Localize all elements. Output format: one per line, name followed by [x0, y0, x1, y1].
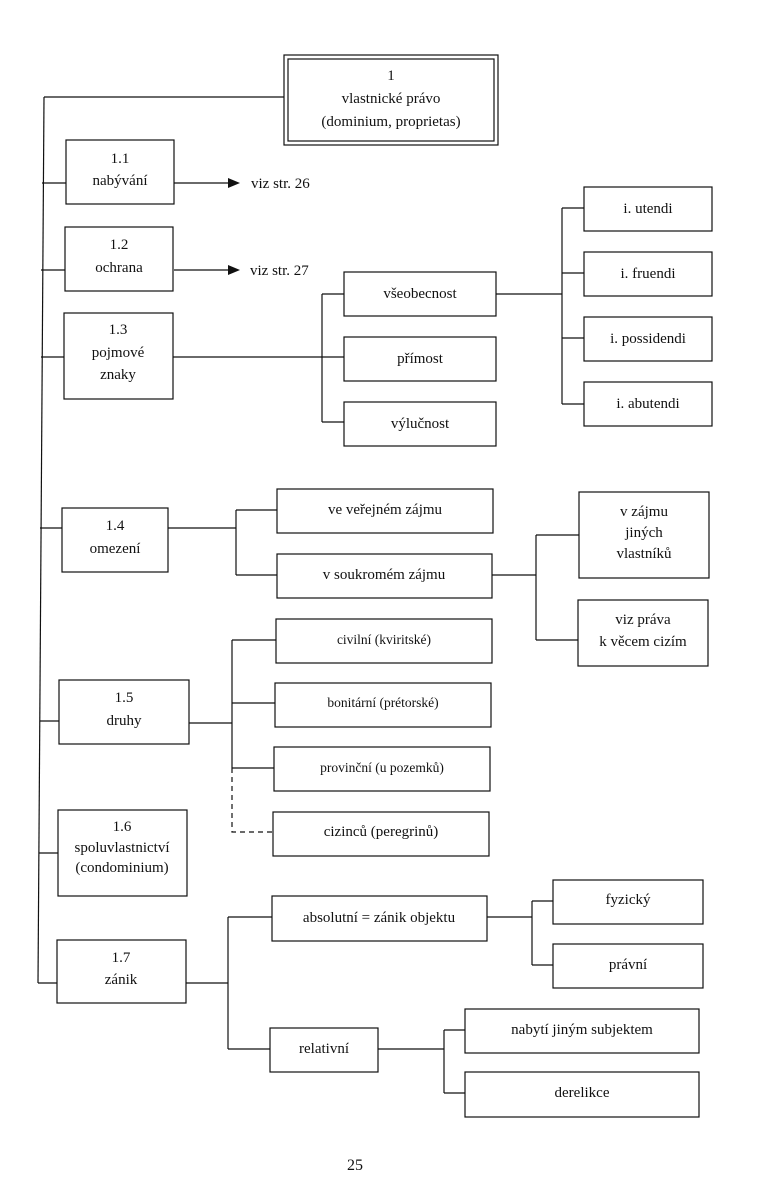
- zanik-relativni: relativní: [269, 1027, 379, 1073]
- root-title: vlastnické právo: [342, 91, 441, 107]
- svg-text:derelikce: derelikce: [555, 1085, 610, 1101]
- ius-possidendi: i. possidendi: [583, 316, 713, 362]
- druh-cizincu: cizinců (peregrinů): [272, 811, 490, 857]
- svg-text:všeobecnost: všeobecnost: [383, 286, 457, 302]
- ius-utendi: i. utendi: [583, 186, 713, 232]
- svg-text:civilní (kviritské): civilní (kviritské): [337, 632, 431, 647]
- connectors: [37, 96, 584, 1094]
- svg-text:cizinců (peregrinů): cizinců (peregrinů): [324, 824, 439, 840]
- svg-text:přímost: přímost: [397, 351, 444, 367]
- ochrana-label: ochrana: [95, 260, 143, 276]
- znak-vylucnost: výlučnost: [343, 401, 497, 447]
- svg-text:k věcem cizím: k věcem cizím: [599, 634, 687, 650]
- ref-arrow-ochrana: [174, 265, 240, 275]
- svg-text:relativní: relativní: [299, 1041, 349, 1057]
- page-number: 25: [347, 1157, 363, 1174]
- zanik-label: zánik: [105, 972, 138, 988]
- node-druhy: 1.5 druhy: [58, 679, 190, 745]
- omezeni-label: omezení: [90, 541, 141, 557]
- svg-text:fyzický: fyzický: [606, 892, 651, 908]
- druhy-label: druhy: [107, 713, 142, 729]
- nabyvani-number: 1.1: [111, 151, 130, 167]
- ius-abutendi: i. abutendi: [583, 381, 713, 427]
- root-number: 1: [387, 68, 395, 84]
- svg-text:nabytí jiným subjektem: nabytí jiným subjektem: [511, 1022, 653, 1038]
- spoluvlastnictvi-label: spoluvlastnictví: [75, 840, 170, 856]
- svg-text:i. abutendi: i. abutendi: [616, 396, 679, 412]
- zanik-fyzicky: fyzický: [552, 879, 704, 925]
- zanik-derelikce: derelikce: [464, 1071, 700, 1118]
- svg-text:v soukromém zájmu: v soukromém zájmu: [323, 567, 446, 583]
- node-ochrana: 1.2 ochrana: [64, 226, 174, 292]
- zanik-pravni: právní: [552, 943, 704, 989]
- druh-civilni: civilní (kviritské): [275, 618, 493, 664]
- ochrana-number: 1.2: [110, 237, 129, 253]
- spoluvlastnictvi-latin: (condominium): [75, 860, 168, 876]
- ius-fruendi: i. fruendi: [583, 251, 713, 297]
- nabyvani-ref: viz str. 26: [251, 176, 310, 192]
- ref-arrow-nabyvani: [174, 178, 240, 188]
- svg-text:viz práva: viz práva: [615, 612, 671, 628]
- svg-text:i. utendi: i. utendi: [623, 201, 672, 217]
- node-omezeni: 1.4 omezení: [61, 507, 169, 573]
- zanik-nabyti: nabytí jiným subjektem: [464, 1008, 700, 1054]
- znaky-label-line2: znaky: [100, 367, 136, 383]
- node-spoluvlastnictvi: 1.6 spoluvlastnictví (condominium): [57, 809, 188, 897]
- root-latin: (dominium, proprietas): [321, 114, 460, 130]
- svg-text:právní: právní: [609, 957, 647, 973]
- zanik-number: 1.7: [112, 950, 131, 966]
- node-zanik: 1.7 zánik: [56, 939, 187, 1004]
- svg-text:vlastníků: vlastníků: [617, 546, 672, 562]
- omezeni-other-rights: viz práva k věcem cizím: [577, 599, 709, 667]
- root-box: 1 vlastnické právo (dominium, proprietas…: [283, 54, 499, 146]
- ochrana-ref: viz str. 27: [250, 263, 309, 279]
- znaky-number: 1.3: [109, 322, 128, 338]
- druh-provincni: provinční (u pozemků): [273, 746, 491, 792]
- znaky-label-line1: pojmové: [92, 345, 145, 361]
- nabyvani-label: nabývání: [93, 173, 148, 189]
- svg-text:i. possidendi: i. possidendi: [610, 331, 686, 347]
- svg-text:ve veřejném zájmu: ve veřejném zájmu: [328, 502, 443, 518]
- node-znaky: 1.3 pojmové znaky: [63, 312, 174, 400]
- svg-text:výlučnost: výlučnost: [391, 416, 450, 432]
- omezeni-private: v soukromém zájmu: [276, 553, 493, 599]
- svg-text:bonitární (prétorské): bonitární (prétorské): [327, 695, 438, 710]
- spoluvlastnictvi-number: 1.6: [113, 819, 132, 835]
- svg-text:absolutní = zánik objektu: absolutní = zánik objektu: [303, 910, 456, 926]
- druhy-number: 1.5: [115, 690, 134, 706]
- svg-text:jiných: jiných: [624, 525, 663, 541]
- znak-primost: přímost: [343, 336, 497, 382]
- svg-text:v zájmu: v zájmu: [620, 504, 668, 520]
- omezeni-public: ve veřejném zájmu: [276, 488, 494, 534]
- omezeni-owners: v zájmu jiných vlastníků: [578, 491, 710, 579]
- node-nabyvani: 1.1 nabývání: [65, 139, 175, 205]
- zanik-absolutni: absolutní = zánik objektu: [271, 895, 488, 942]
- druh-bonitarni: bonitární (prétorské): [274, 682, 492, 728]
- znak-vseobecnost: všeobecnost: [343, 271, 497, 317]
- svg-text:i. fruendi: i. fruendi: [621, 266, 676, 282]
- omezeni-number: 1.4: [106, 518, 125, 534]
- svg-text:provinční (u pozemků): provinční (u pozemků): [320, 760, 444, 775]
